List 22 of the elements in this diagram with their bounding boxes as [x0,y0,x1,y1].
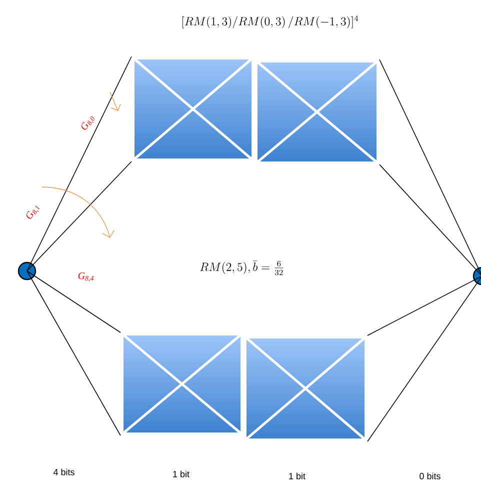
formula-label: $RM(2,5),\bar{b}=\frac{6}{32}$ [200,260,284,276]
line [26,56,132,272]
crossed-box [130,55,256,163]
crossed-box [119,331,245,437]
code-label: G$_{8,4}$ [78,272,94,282]
crossed-box [253,58,381,166]
bit-count: 1 bit [289,472,306,480]
bit-count: 4 bits [53,468,74,476]
bit-count: 1 bit [173,470,190,478]
line [379,164,481,276]
line [367,276,481,442]
line [26,270,121,333]
code-label: G$_{8,0}$ [81,116,94,130]
line [367,276,481,336]
line [26,161,132,272]
crossed-box [242,334,369,443]
bit-count: 0 bits [420,472,440,480]
line [26,270,121,436]
code-label: G$_{8,1}$ [26,206,40,219]
junction-dot [18,262,36,280]
junction-dot [472,266,481,286]
title: $[RM(1,3)/RM(0,3)\,/RM(-1,3)]^{4}$ [182,16,358,28]
